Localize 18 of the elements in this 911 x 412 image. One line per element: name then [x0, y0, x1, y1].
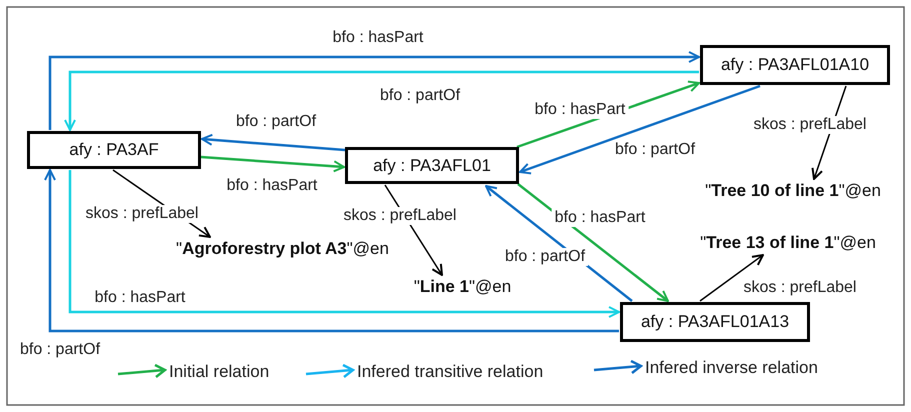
legend-label: Infered transitive relation: [357, 362, 544, 382]
resource-box: afy : PA3AFL01: [345, 147, 519, 184]
literal-value: "Line 1"@en: [410, 276, 515, 298]
resource-box: afy : PA3AFL01A13: [620, 302, 810, 342]
legend-label: Initial relation: [169, 362, 270, 382]
arrow: [64, 70, 699, 131]
arrow: [48, 51, 700, 130]
legend-label: Infered inverse relation: [645, 358, 818, 378]
resource-box: afy : PA3AF: [27, 131, 201, 169]
resource-box: afy : PA3AFL01A10: [700, 45, 890, 85]
arrow: [700, 254, 764, 302]
arrow: [200, 156, 345, 172]
arrow: [519, 84, 760, 174]
literal-value: "Tree 10 of line 1"@en: [688, 180, 898, 202]
edge-label: bfo : hasPart: [552, 209, 648, 227]
literal-value: "Agroforestry plot A3"@en: [160, 238, 405, 260]
arrow: [201, 134, 346, 152]
literal-value: "Tree 13 of line 1"@en: [683, 232, 893, 254]
